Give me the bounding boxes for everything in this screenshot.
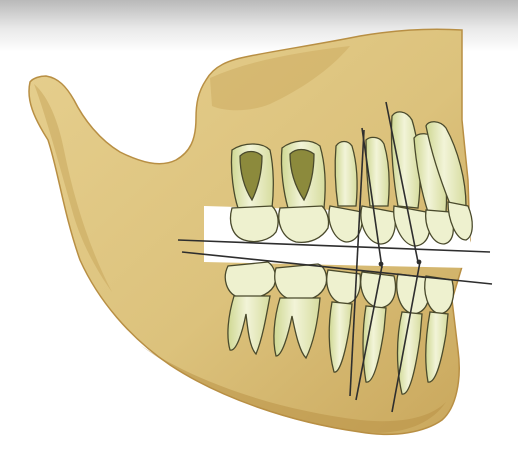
contact-point-premolar [379,262,384,267]
upper-molar-2 [279,141,329,242]
upper-molar-1 [231,144,279,242]
contact-point-canine [417,260,422,265]
